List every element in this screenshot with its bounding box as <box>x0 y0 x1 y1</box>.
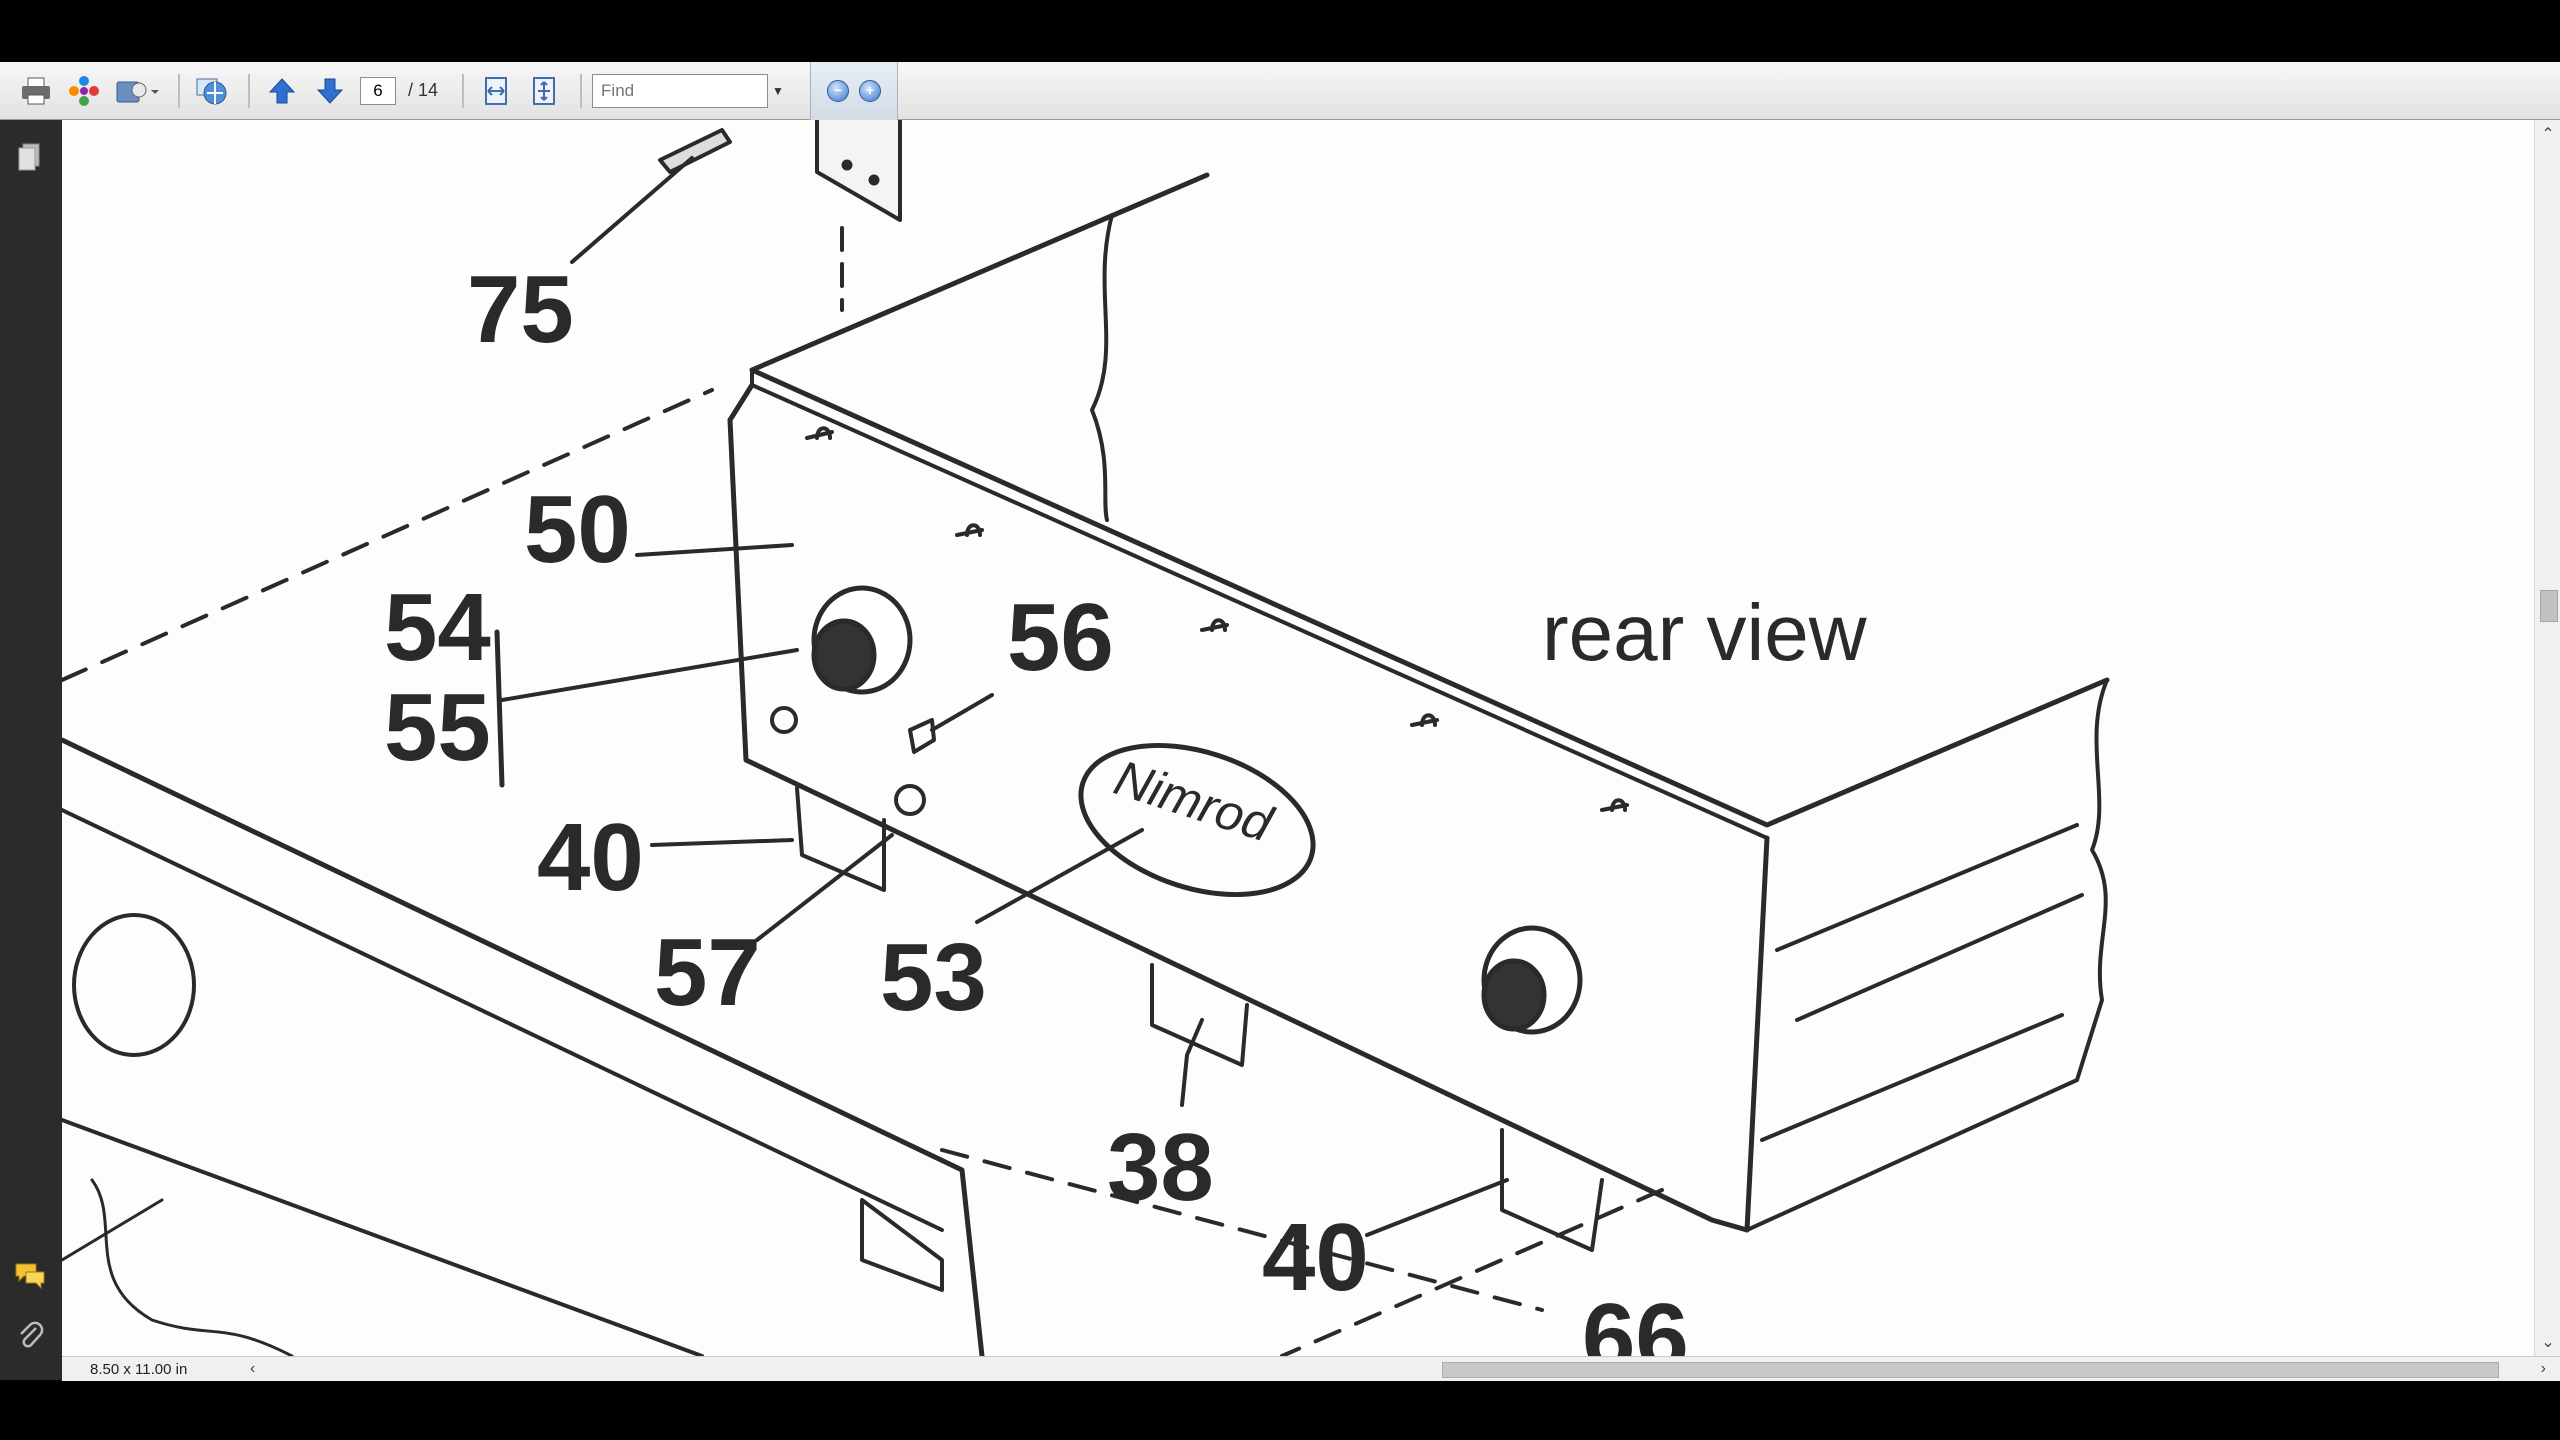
status-bar: 8.50 x 11.00 in ‹ › <box>62 1356 2560 1381</box>
label-57: 57 <box>654 919 761 1026</box>
zoom-in-button[interactable]: + <box>858 79 881 102</box>
label-56: 56 <box>1007 584 1114 691</box>
vertical-scroll-thumb[interactable] <box>2540 590 2558 622</box>
scroll-up-arrow[interactable]: ⌃ <box>2541 126 2555 143</box>
label-38: 38 <box>1107 1114 1214 1221</box>
toolbar-separator <box>462 73 465 108</box>
export-icon[interactable] <box>110 69 164 113</box>
comments-icon[interactable] <box>13 1258 47 1292</box>
fit-page-icon[interactable] <box>522 69 566 113</box>
attachment-icon[interactable] <box>13 1318 47 1352</box>
nimrod-logo: Nimrod <box>1108 749 1281 853</box>
pages-panel-icon[interactable] <box>13 140 47 174</box>
find-input[interactable] <box>592 73 769 108</box>
label-54: 54 <box>384 574 491 681</box>
label-40b: 40 <box>1262 1204 1369 1311</box>
scroll-right-arrow[interactable]: › <box>2540 1360 2546 1377</box>
zoom-group: − + <box>809 61 898 120</box>
collaborate-icon[interactable] <box>62 69 106 113</box>
toolbar-separator <box>580 73 583 108</box>
zoom-out-button[interactable]: − <box>826 79 849 102</box>
next-page-icon[interactable] <box>308 69 352 113</box>
web-icon[interactable] <box>190 69 234 113</box>
label-53: 53 <box>880 924 987 1031</box>
page-number-input[interactable] <box>360 76 396 105</box>
document-page[interactable]: 75 50 54 55 56 40 57 53 38 40 66 rear vi… <box>62 120 2534 1356</box>
fit-width-icon[interactable] <box>474 69 518 113</box>
horizontal-scroll-thumb[interactable] <box>1442 1362 2499 1378</box>
label-66: 66 <box>1582 1284 1689 1356</box>
label-75: 75 <box>467 256 574 363</box>
previous-page-icon[interactable] <box>260 69 304 113</box>
page-total: / 14 <box>408 80 439 100</box>
label-55: 55 <box>384 674 491 781</box>
find-dropdown-icon[interactable]: ▼ <box>772 83 784 98</box>
toolbar-separator <box>178 73 180 108</box>
vertical-scrollbar[interactable]: ⌃ ⌄ <box>2534 120 2560 1356</box>
navigation-panel <box>0 120 62 1380</box>
toolbar-separator <box>248 73 250 108</box>
label-40a: 40 <box>537 804 644 911</box>
toolbar: / 14 ▼ − + <box>0 61 2560 120</box>
scroll-down-arrow[interactable]: ⌄ <box>2541 1334 2555 1351</box>
exploded-parts-drawing: 75 50 54 55 56 40 57 53 38 40 66 rear vi… <box>62 120 2110 1356</box>
label-50: 50 <box>524 476 631 583</box>
page-size-label: 8.50 x 11.00 in <box>90 1360 188 1378</box>
scroll-left-arrow[interactable]: ‹ <box>250 1360 256 1377</box>
rear-view-caption: rear view <box>1542 588 1867 677</box>
print-icon[interactable] <box>14 69 58 113</box>
